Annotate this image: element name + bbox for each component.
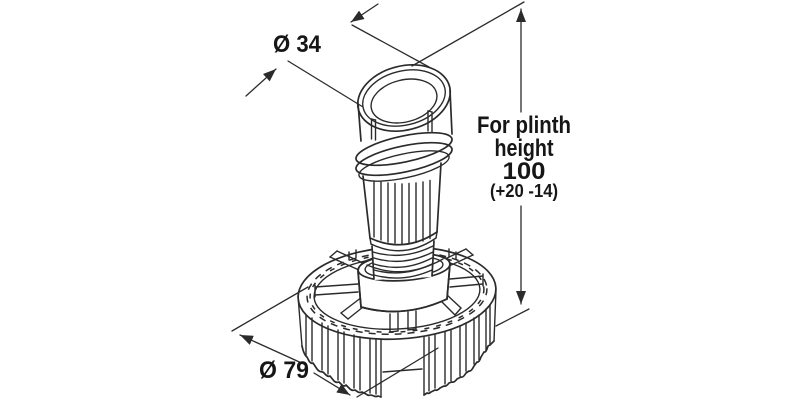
- dim79-arrow-right: [313, 372, 351, 396]
- collar-top-ellipse: [355, 131, 453, 167]
- height-extension-top: [411, 1, 525, 67]
- base-rim-castellation-inner: [309, 253, 485, 333]
- dim79-extension-right: [356, 347, 439, 398]
- base-rim-castellation-outer: [306, 251, 488, 335]
- base-drum: [297, 245, 497, 398]
- cap-vent-slots: [370, 110, 433, 141]
- top-diameter-label: Ø 34: [273, 31, 322, 58]
- cap-top-rim-ellipse: [362, 69, 446, 127]
- plinth-height-tolerance: (+20 -14): [490, 181, 558, 201]
- cap-left-wall: [357, 102, 362, 142]
- threaded-spindle: [366, 240, 444, 280]
- dim79-extension-left: [231, 286, 309, 332]
- adjustment-collar: [355, 131, 453, 182]
- cap-bore-ellipse: [370, 78, 438, 124]
- dim-base-diameter: Ø 79: [231, 286, 439, 398]
- sleeve-bottom-edge: [369, 231, 438, 246]
- height-extension-bottom: [495, 308, 530, 327]
- base-wall-flutes: [297, 289, 497, 395]
- sleeve-bottom-lip: [370, 237, 437, 252]
- plinth-height-label-line2: height: [495, 135, 554, 162]
- dim-top-diameter: Ø 34: [245, 3, 430, 108]
- collar-middle-ellipse: [355, 141, 453, 177]
- ribbed-sleeve: [362, 162, 442, 252]
- dim34-arrow-left: [245, 68, 277, 97]
- dim-plinth-height: For plinth height 100 (+20 -14): [411, 1, 571, 327]
- base-wall-bottom-edge: [301, 340, 495, 398]
- hub-front-tabs: [389, 310, 417, 333]
- base-diameter-label: Ø 79: [259, 357, 309, 384]
- dim34-extension-right: [351, 24, 430, 68]
- collar-bottom-ellipse: [358, 150, 450, 182]
- sleeve-ribs: [373, 179, 431, 245]
- cap-right-wall: [449, 89, 453, 135]
- dim34-extension-left: [287, 60, 364, 108]
- base-spokes: [314, 248, 484, 320]
- hub-bottom-edge: [360, 298, 448, 313]
- dim34-arrow-right: [350, 3, 379, 23]
- cap-tube: [356, 63, 453, 149]
- dim79-arrow-left: [239, 334, 307, 366]
- base-front-window: [380, 336, 425, 398]
- hub-bore-front-edge: [366, 258, 444, 273]
- plinth-height-label-line1: For plinth: [477, 112, 571, 139]
- plinth-height-label-line3: 100: [503, 158, 546, 185]
